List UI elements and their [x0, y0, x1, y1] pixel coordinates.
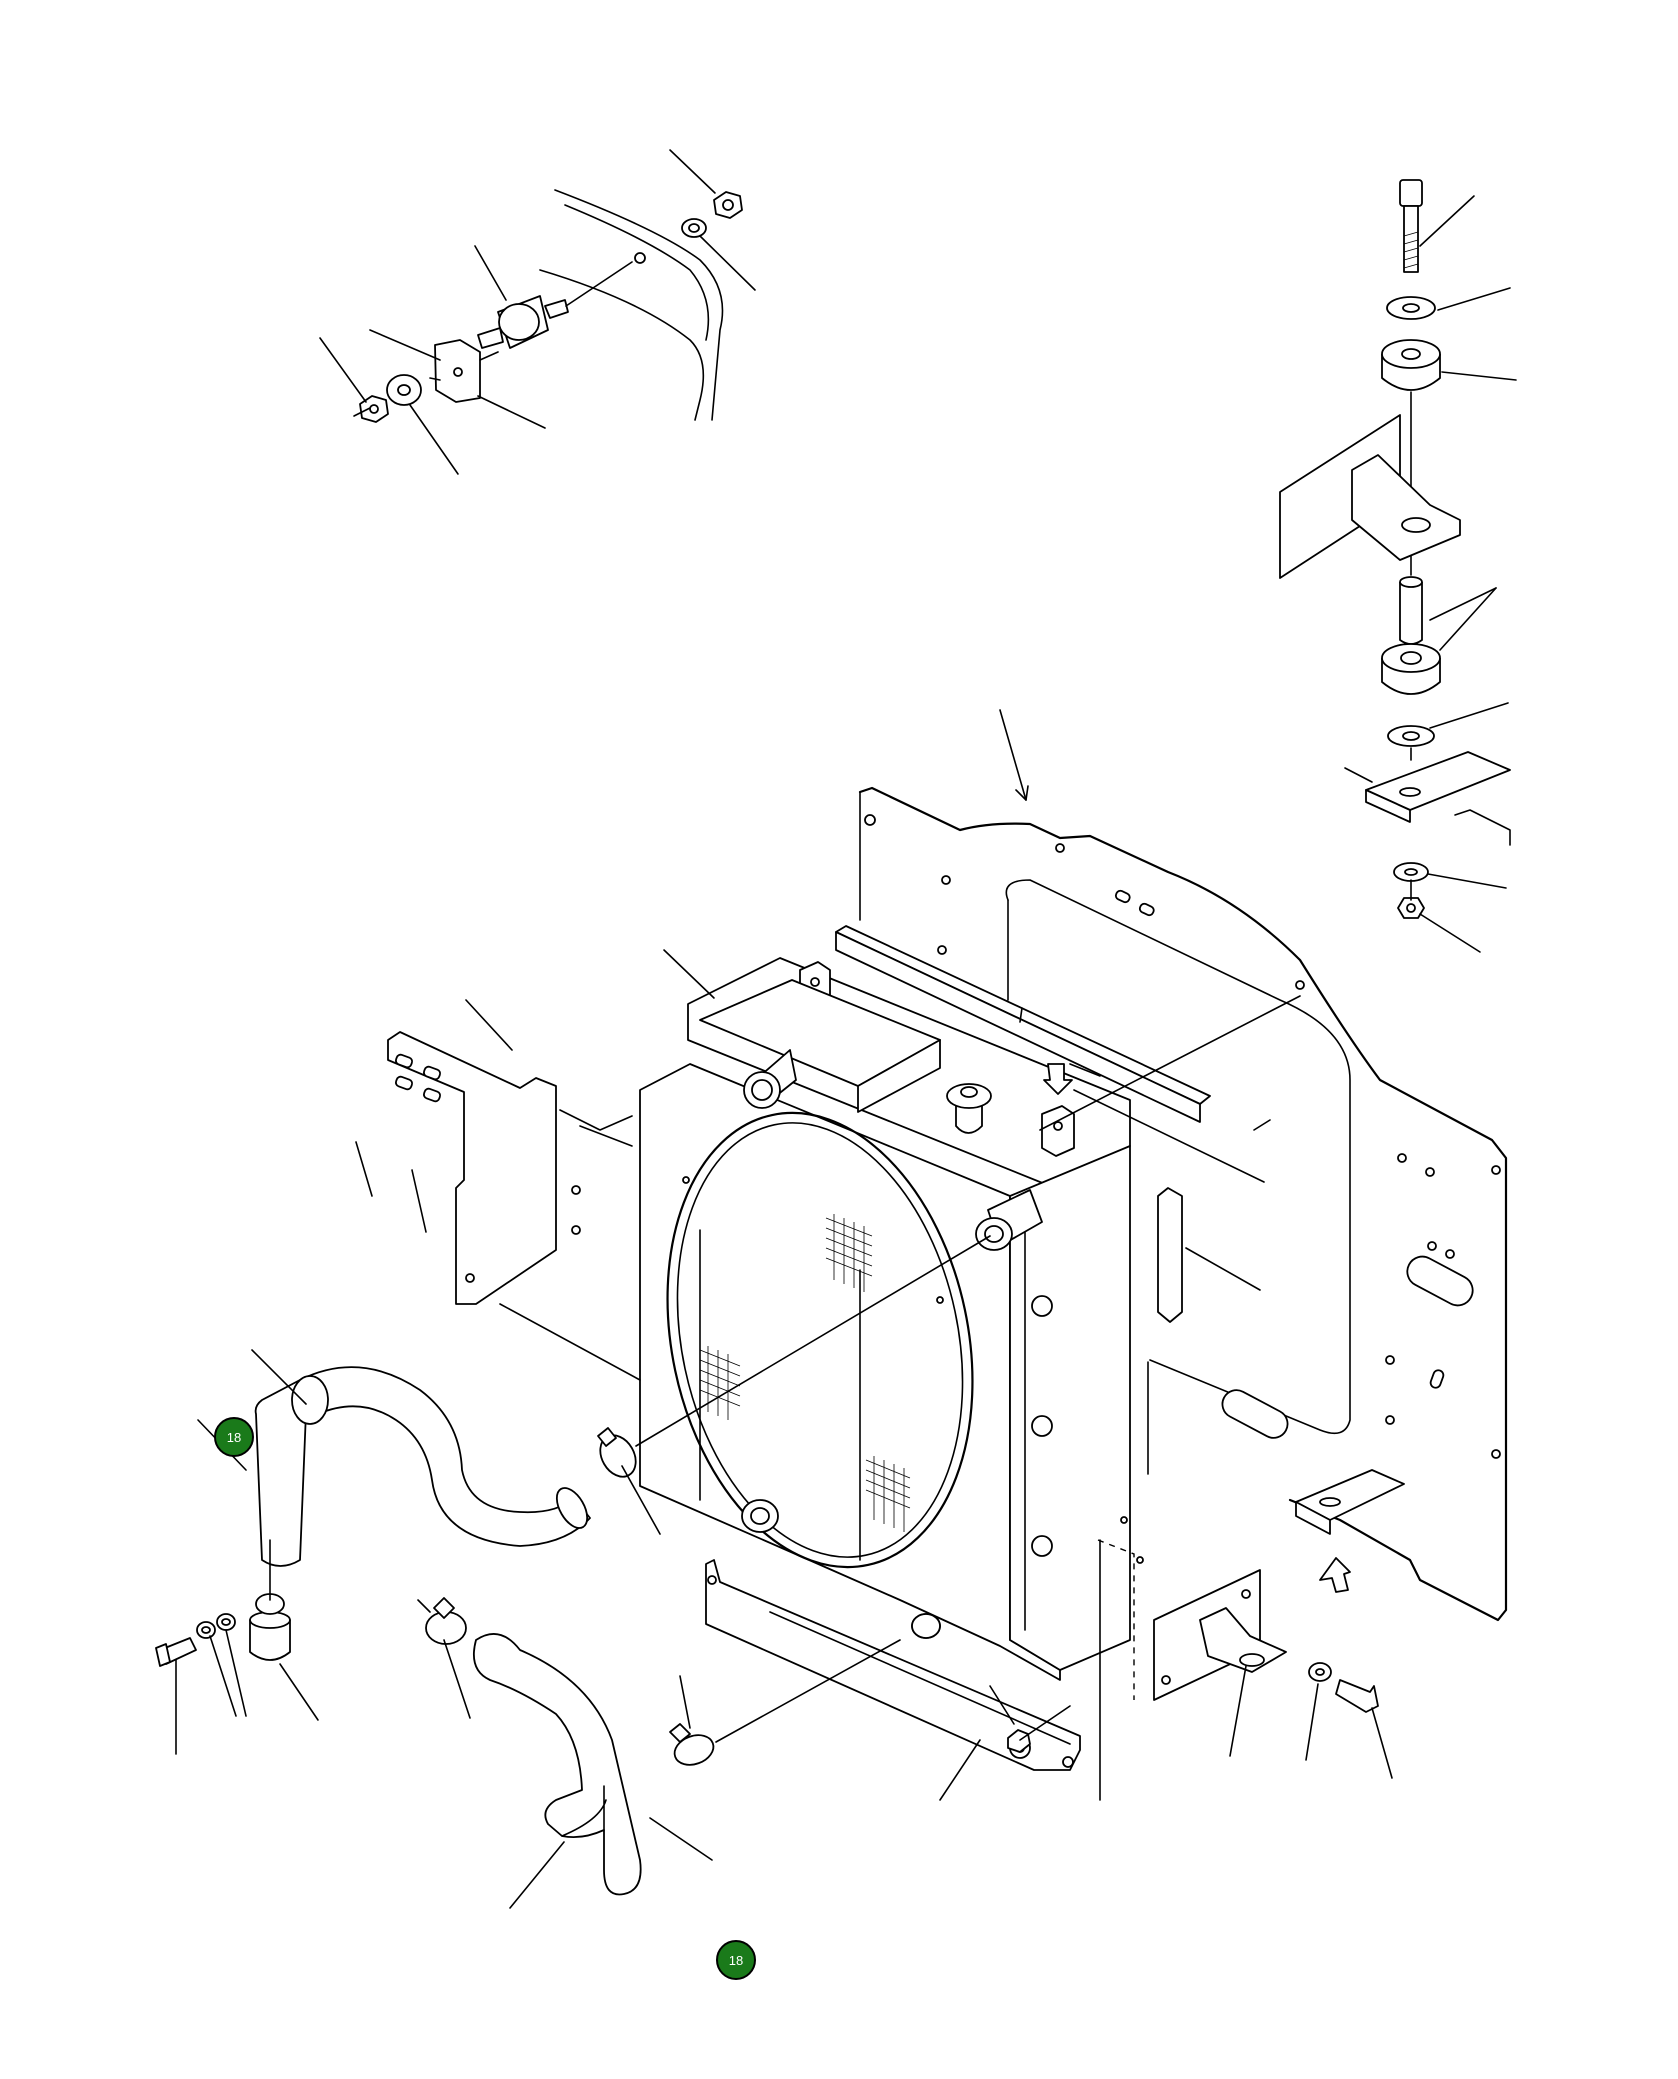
frame-panel: [858, 709, 1508, 1622]
radiator-assembly: [387, 925, 1379, 1801]
marker-label: 18: [729, 1953, 743, 1968]
upper-hose: [299, 1366, 591, 1547]
side-bracket: [387, 1031, 557, 1305]
marker-18-lower[interactable]: 18: [716, 1940, 756, 1980]
side-seal: [1157, 1187, 1183, 1323]
marker-circle[interactable]: [214, 1417, 254, 1457]
bolt-head: [1399, 179, 1423, 207]
radiator-cap: [955, 1103, 983, 1134]
marker-circle[interactable]: [716, 1940, 756, 1980]
bottom-rail: [705, 1559, 1081, 1771]
right-mount-stack: [1279, 179, 1517, 953]
marker-18-upper[interactable]: 18: [214, 1417, 254, 1457]
frame-outline: [858, 786, 1508, 1622]
sleeve: [1399, 582, 1423, 645]
marker-label: 18: [227, 1430, 241, 1445]
fan-shroud-ring: [666, 1111, 974, 1569]
leader-lines: [175, 949, 1393, 1909]
hoses: [155, 995, 1301, 1896]
bolt-lower-right: [1335, 1679, 1379, 1713]
upper-mount-detail: [319, 149, 756, 475]
bolt-shank: [1403, 205, 1419, 273]
direction-arrow-up: [1319, 1557, 1351, 1593]
direction-arrow-down: [1043, 1063, 1073, 1095]
hose-clamp-3: [673, 1734, 715, 1766]
lower-hose: [472, 1633, 642, 1896]
